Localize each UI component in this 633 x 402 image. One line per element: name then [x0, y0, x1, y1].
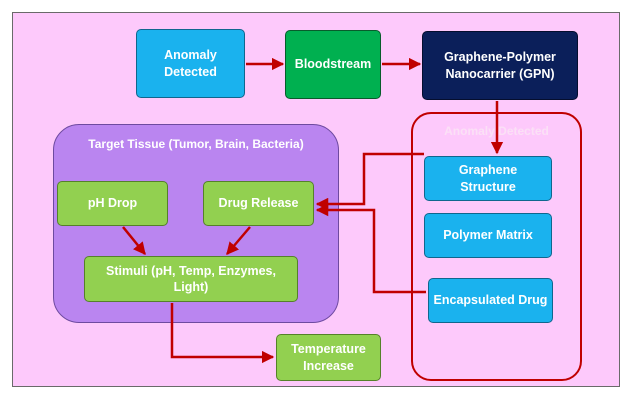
anomaly-detected-node: Anomaly Detected [136, 29, 245, 98]
stimuli-node: Stimuli (pH, Temp, Enzymes, Light) [84, 256, 298, 302]
drug-release-node: Drug Release [203, 181, 314, 226]
encapsulated-drug-node: Encapsulated Drug [428, 278, 553, 323]
arrow-encapsulated-to-drug-release [315, 203, 426, 294]
arrow-drug-release-to-stimuli [226, 226, 251, 255]
target-tissue-title: Target Tissue (Tumor, Brain, Bacteria) [88, 137, 304, 151]
graphene-structure-node: Graphene Structure [424, 156, 552, 201]
arrow-stimuli-to-temperature [170, 303, 275, 364]
temperature-increase-node: Temperature Increase [276, 334, 381, 381]
arrow-container-to-drug-release [315, 152, 424, 211]
bloodstream-node: Bloodstream [285, 30, 381, 99]
ph-drop-node: pH Drop [57, 181, 168, 226]
gpn-node: Graphene-Polymer Nanocarrier (GPN) [422, 31, 578, 100]
polymer-matrix-node: Polymer Matrix [424, 213, 552, 258]
arrow-ph-drop-to-stimuli [122, 226, 146, 255]
